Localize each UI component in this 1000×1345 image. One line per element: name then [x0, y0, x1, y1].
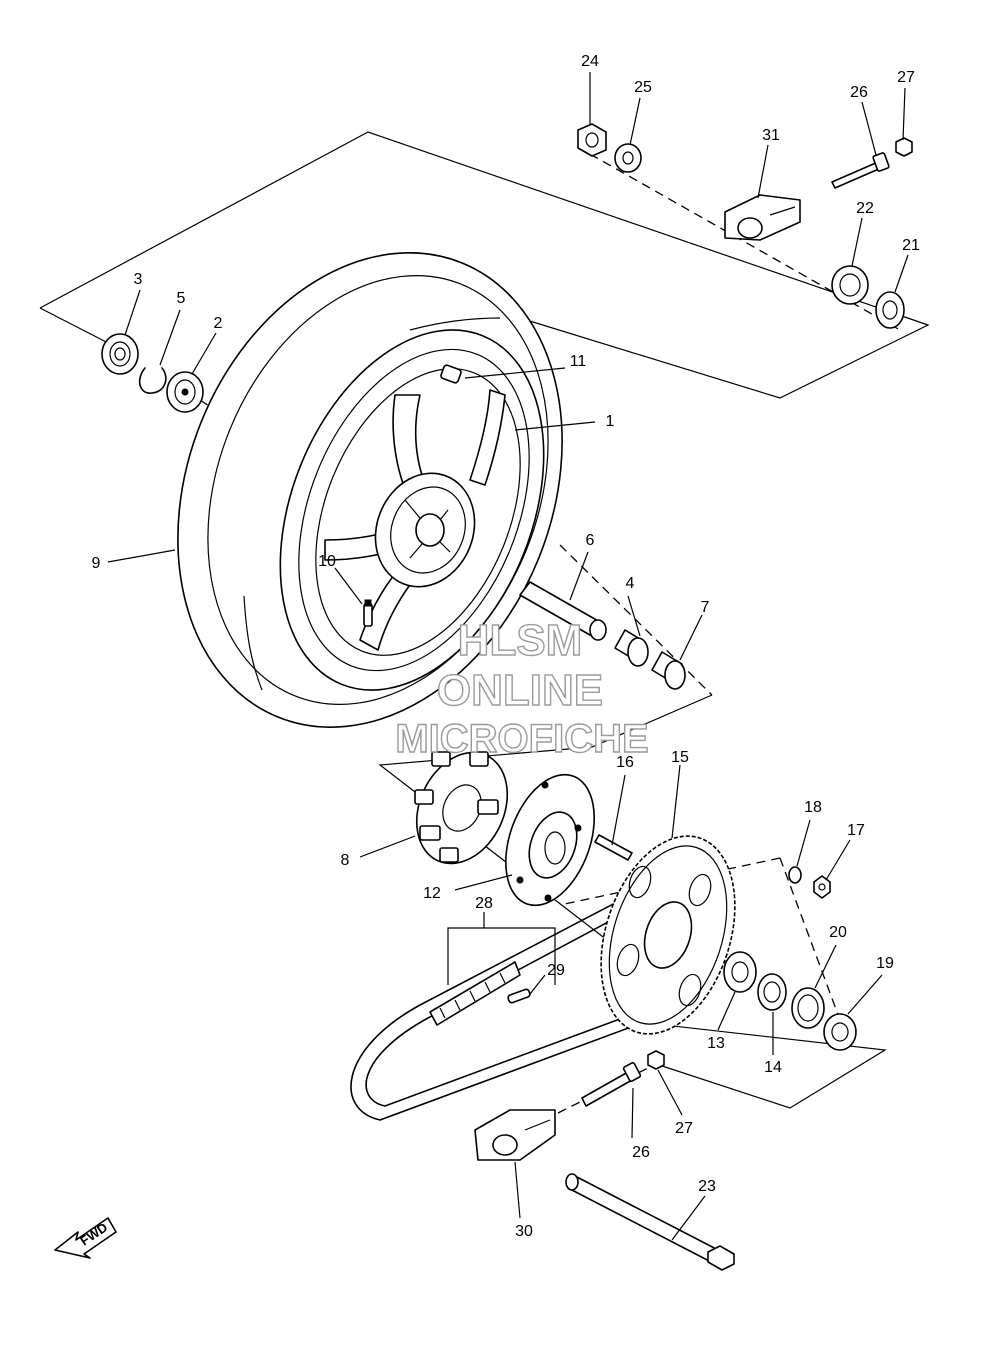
watermark: HLSM ONLINE MICROFICHE: [395, 615, 650, 761]
callout-labels: 1 2 3 4 5 6 7 8 9 10 11 12 13 14 15 16 1…: [92, 53, 920, 1240]
callout-29: 29: [547, 962, 565, 979]
callout-23: 23: [698, 1178, 716, 1195]
callout-16: 16: [616, 754, 634, 771]
callout-26-upper: 26: [850, 84, 868, 101]
washer-25: [614, 143, 642, 173]
watermark-line-1: HLSM: [458, 616, 583, 665]
sprocket-hub: [504, 773, 596, 907]
circlip-5: [138, 367, 167, 394]
washer-18: [788, 866, 802, 884]
callout-27-lower: 27: [675, 1120, 693, 1137]
master-link: [429, 961, 521, 1026]
callout-28: 28: [475, 895, 493, 912]
leader-lines: [107, 72, 909, 1241]
callout-6: 6: [586, 532, 595, 549]
callout-24: 24: [581, 53, 599, 70]
callout-4: 4: [626, 575, 635, 592]
bearing-3: [101, 333, 139, 375]
callout-19: 19: [876, 955, 894, 972]
adjusting-bolt-26-lower: [581, 1062, 642, 1107]
collar-6: [519, 581, 607, 641]
callout-31: 31: [762, 127, 780, 144]
callout-8: 8: [341, 852, 350, 869]
callout-15: 15: [671, 749, 689, 766]
stud-bolt-16: [594, 834, 633, 861]
callout-21: 21: [902, 237, 920, 254]
callout-12: 12: [423, 885, 441, 902]
nut-24: [577, 123, 607, 157]
drive-chain: [350, 889, 656, 1121]
callout-3: 3: [134, 271, 143, 288]
balance-weight: [440, 364, 462, 384]
bearing-13: [723, 951, 757, 993]
cast-wheel-rim: [279, 329, 545, 691]
callout-5: 5: [177, 290, 186, 307]
nut-27-upper: [895, 137, 913, 157]
watermark-line-2: ONLINE: [437, 666, 603, 715]
callout-22: 22: [856, 200, 874, 217]
chain-puller-31: [724, 194, 801, 241]
callout-7: 7: [701, 599, 710, 616]
valve-stem: [363, 599, 373, 627]
callout-14: 14: [764, 1059, 782, 1076]
bearing-4: [614, 629, 649, 667]
fwd-arrow-icon: FWD: [54, 1217, 117, 1259]
callout-27-upper: 27: [897, 69, 915, 86]
callout-26-lower: 26: [632, 1144, 650, 1161]
spacer-7: [651, 651, 686, 690]
callout-25: 25: [634, 79, 652, 96]
nut-17: [813, 875, 831, 899]
wheel-axle-23: [565, 1173, 735, 1271]
collar-22: [831, 265, 869, 305]
callout-18: 18: [804, 799, 822, 816]
callout-11: 11: [570, 353, 587, 370]
callout-17: 17: [847, 822, 865, 839]
callout-20: 20: [829, 924, 847, 941]
rear-wheel-assembly: [177, 252, 563, 728]
callout-13: 13: [707, 1035, 725, 1052]
callout-9: 9: [92, 555, 101, 572]
adjusting-bolt-26-upper: [831, 152, 890, 189]
collar-19: [823, 1013, 857, 1051]
callout-1: 1: [606, 413, 615, 430]
collar-21: [875, 291, 905, 329]
watermark-line-3: MICROFICHE: [395, 717, 648, 761]
nut-27-lower: [647, 1050, 665, 1070]
collar-20: [791, 987, 825, 1029]
callout-2: 2: [214, 315, 223, 332]
rear-sprocket: [600, 835, 736, 1035]
oil-seal-14: [757, 973, 787, 1011]
callout-30: 30: [515, 1223, 533, 1240]
bearing-2: [166, 371, 204, 413]
callout-10: 10: [318, 553, 336, 570]
chain-puller-30: [474, 1109, 556, 1161]
wheel-damper: [414, 751, 509, 865]
chain-joint-pins: [507, 988, 531, 1004]
